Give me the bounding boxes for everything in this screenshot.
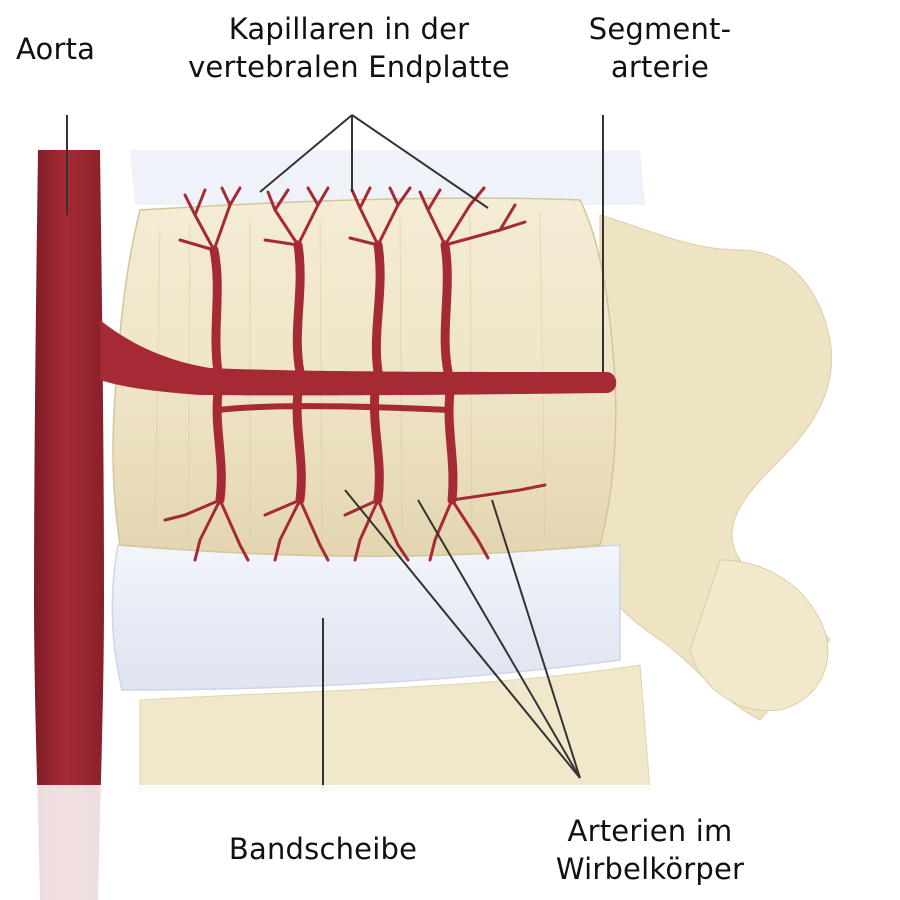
- segmental-artery: [100, 320, 617, 396]
- arteries-leader-1: [344, 489, 581, 779]
- segment-artery-label-line-2: arterie: [610, 50, 710, 84]
- arteries-leader-2: [417, 499, 581, 779]
- capillaries-leader-left: [259, 114, 353, 193]
- bottom-fade: [0, 785, 900, 900]
- capillaries-label: Kapillaren in der vertebralen Endplatte: [188, 10, 510, 86]
- vertebral-arteries-label: Arterien im Wirbelkörper: [556, 812, 744, 888]
- upper-intervertebral-disc: [130, 150, 645, 205]
- arteries-leader-3: [491, 499, 581, 779]
- endplate-capillaries-top: [178, 186, 527, 252]
- capillaries-label-line-2: vertebralen Endplatte: [188, 50, 510, 84]
- aorta-vessel: [34, 150, 104, 900]
- capillaries-leader-right: [351, 114, 489, 209]
- leader-lines: [66, 114, 604, 788]
- vertebral-arteries-label-line-1: Arterien im: [567, 814, 733, 848]
- segment-artery-label-line-1: Segment-: [588, 12, 732, 46]
- segment-artery-label: Segment- arterie: [589, 10, 732, 86]
- vertebral-arteries-label-line-2: Wirbelkörper: [555, 852, 745, 886]
- disc-label: Bandscheibe: [228, 832, 418, 866]
- intervertebral-disc: [111, 544, 621, 691]
- aorta-label: Aorta: [16, 32, 96, 66]
- posterior-vertebral-elements: [599, 214, 832, 721]
- lower-vertebra: [139, 664, 651, 791]
- vertebral-body-arteries: [209, 240, 458, 505]
- capillaries-label-line-1: Kapillaren in der: [228, 12, 470, 46]
